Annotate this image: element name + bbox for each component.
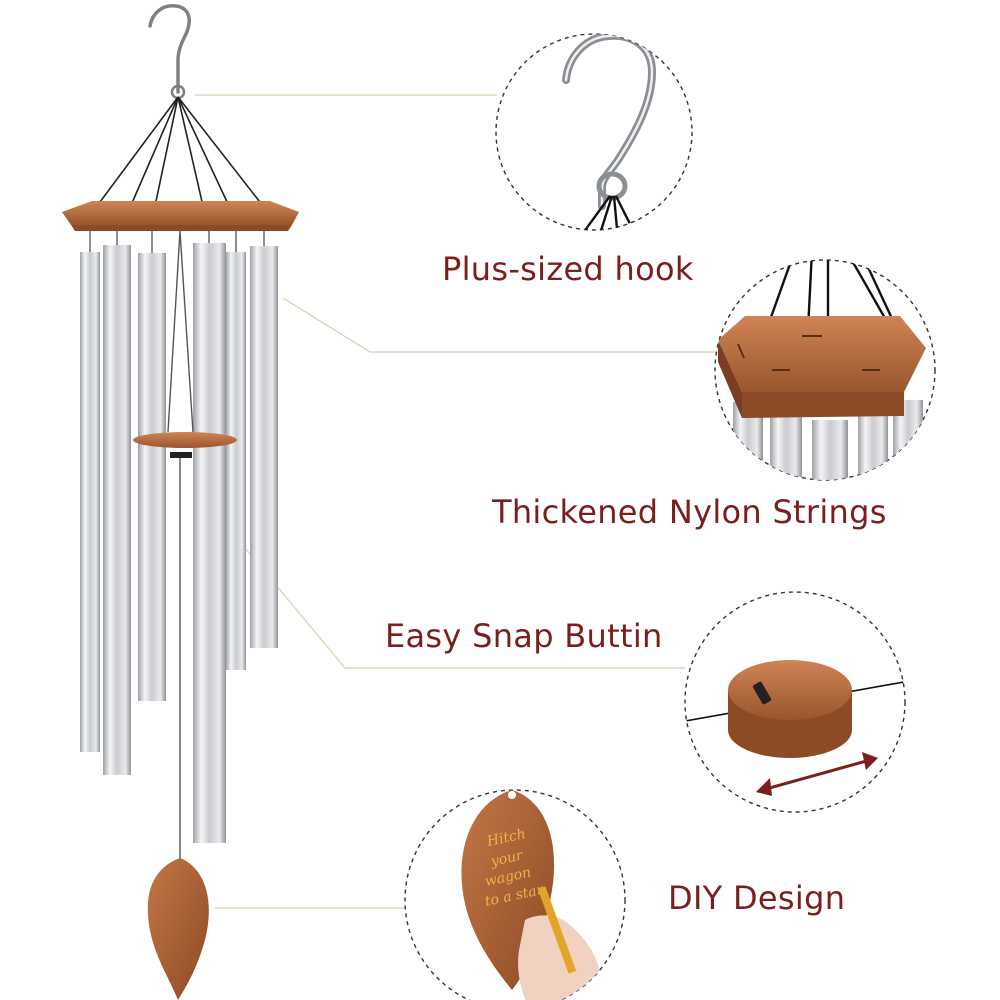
hook-icon: [148, 4, 191, 94]
detail-circles: [404, 33, 936, 1000]
label-diy-design: DIY Design: [668, 879, 846, 917]
label-thickened-nylon-strings: Thickened Nylon Strings: [492, 493, 887, 531]
circle-button: [684, 591, 906, 813]
label-plus-sized-hook: Plus-sized hook: [442, 250, 694, 288]
label-easy-snap-button: Easy Snap Buttin: [385, 617, 663, 655]
chime-tubes: [80, 243, 278, 843]
pencil-icon: [537, 886, 577, 974]
hand-icon: [518, 915, 600, 1000]
leaf-sail: [147, 858, 209, 1000]
hook-detail: [562, 34, 657, 230]
strings-detail: [718, 260, 926, 480]
snap-button-detail: [685, 660, 905, 796]
hexagon-top: [62, 201, 299, 225]
circle-diy: [404, 789, 626, 1000]
striker: [133, 432, 237, 448]
diy-detail: Hitch your wagon to a star: [461, 790, 600, 1000]
circle-strings: [714, 259, 936, 481]
leader-line-strings: [282, 297, 715, 353]
wind-chime: [62, 4, 299, 1000]
double-arrow-icon: [761, 758, 871, 792]
circle-hook: [495, 33, 693, 231]
snap-button: [728, 660, 852, 720]
hanging-strings: [96, 96, 264, 207]
leaf-line-2: your: [489, 847, 526, 870]
